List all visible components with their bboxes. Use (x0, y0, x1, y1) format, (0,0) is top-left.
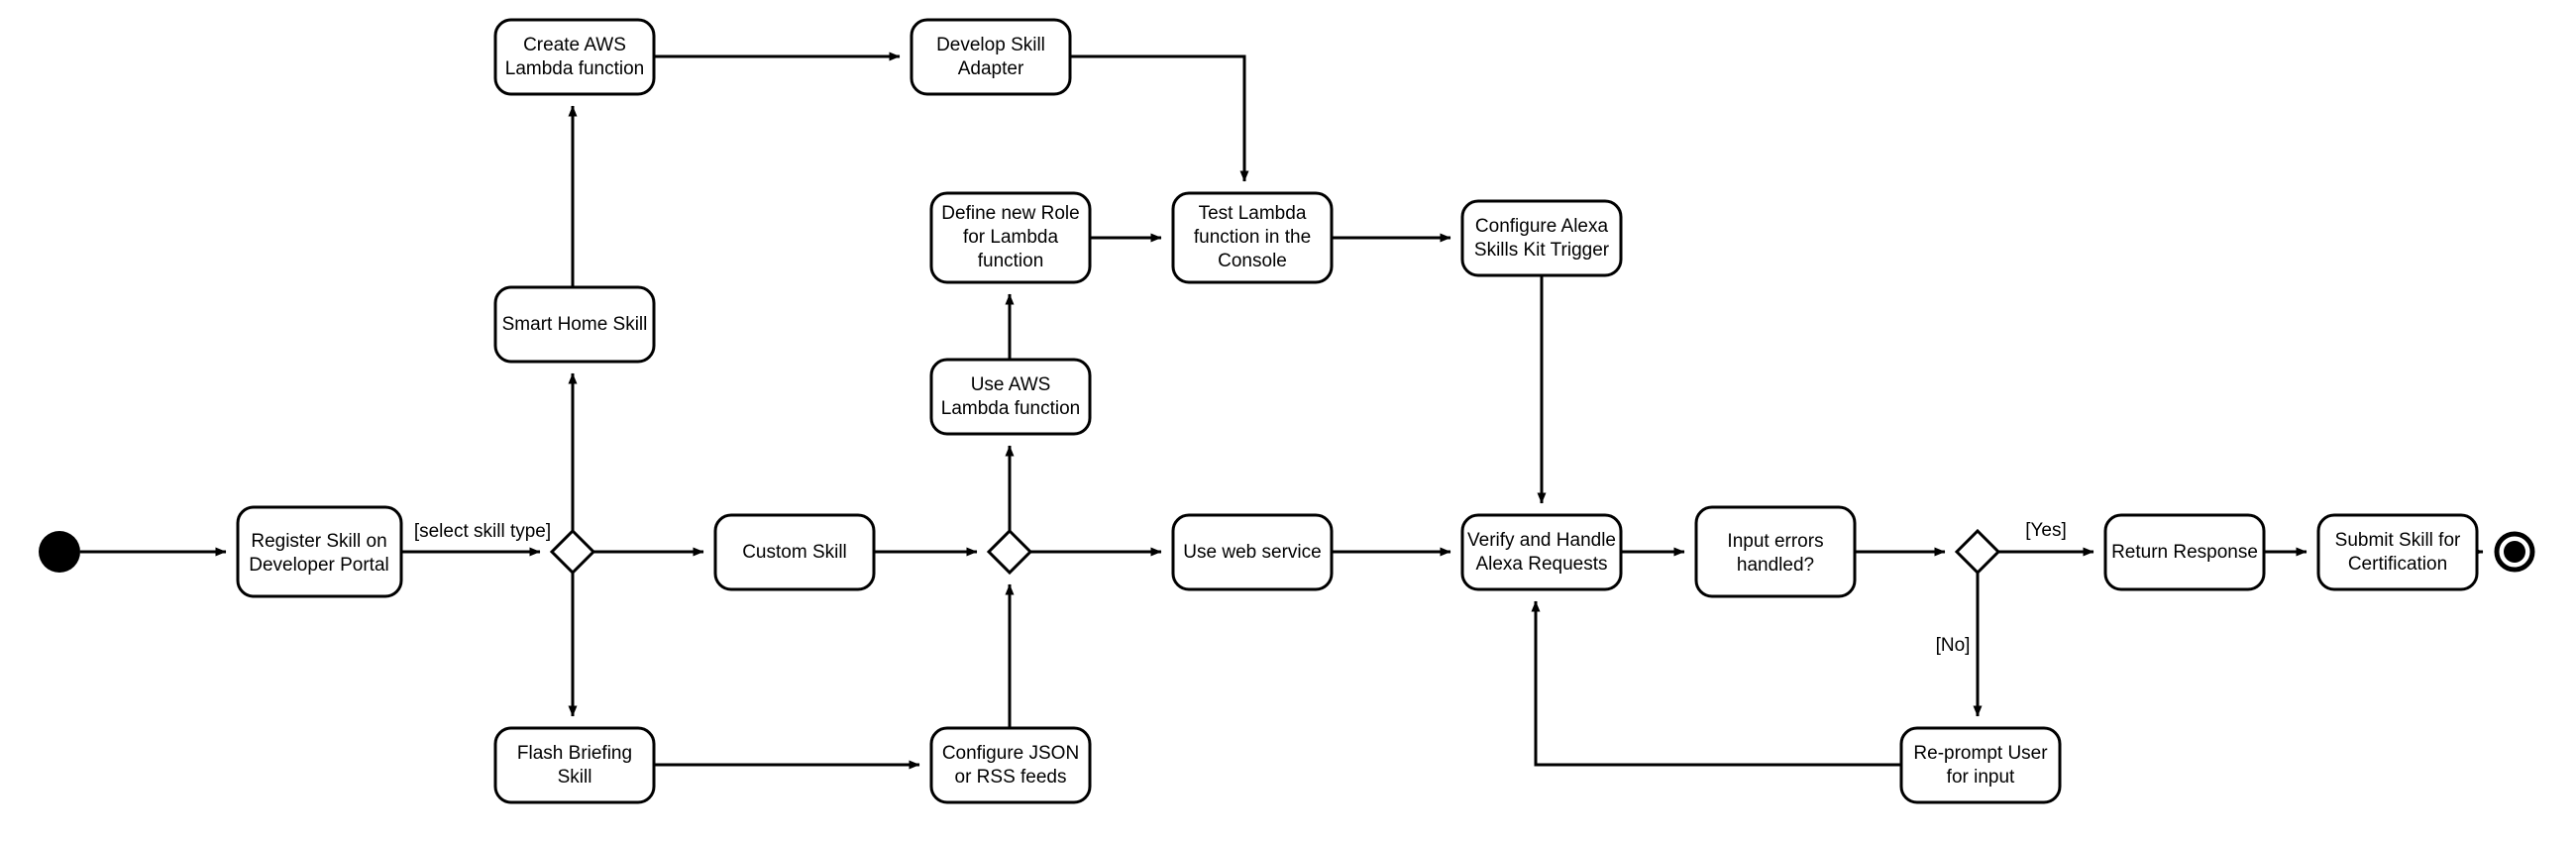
initial-node[interactable] (39, 531, 80, 573)
activity-define-new-role[interactable]: Define new Role for Lambda function (929, 191, 1092, 284)
activity-create-lambda[interactable]: Create AWS Lambda function (493, 18, 656, 96)
activity-input-errors-shape[interactable] (1694, 505, 1857, 598)
activity-use-aws-lambda-shape[interactable] (929, 358, 1092, 436)
edge-re-prompt-user-to-verify-requests (1531, 600, 1901, 767)
activity-submit-certification[interactable]: Submit Skill for Certification (2316, 513, 2479, 591)
activity-develop-adapter[interactable]: Develop Skill Adapter (910, 18, 1072, 96)
activity-test-lambda-label-line3: Console (1218, 251, 1287, 271)
activity-develop-adapter-label-line1: Develop Skill (936, 35, 1045, 55)
activity-custom-skill-label-line1: Custom Skill (742, 542, 847, 563)
final-node[interactable] (2494, 531, 2535, 573)
activity-return-response-shape[interactable] (2103, 513, 2266, 591)
activity-input-errors-label-line2: handled? (1737, 555, 1814, 576)
edge-label-yes-branch: [Yes] (2025, 520, 2067, 541)
activity-re-prompt-user-label-line2: for input (1947, 767, 2015, 788)
activity-configure-json-rss-label-line1: Configure JSON (942, 743, 1079, 764)
activity-use-web-service[interactable]: Use web service (1171, 513, 1334, 591)
activity-configure-ask-trigger-shape[interactable] (1460, 199, 1623, 277)
activity-configure-json-rss[interactable]: Configure JSON or RSS feeds (929, 726, 1092, 804)
activity-create-lambda-shape[interactable] (493, 18, 656, 96)
activity-use-aws-lambda[interactable]: Use AWS Lambda function (929, 358, 1092, 436)
activity-test-lambda[interactable]: Test Lambda function in the Console (1171, 191, 1334, 284)
activity-custom-skill[interactable]: Custom Skill (713, 513, 876, 591)
activity-return-response-label-line1: Return Response (2111, 542, 2258, 563)
activity-flash-briefing-shape[interactable] (493, 726, 656, 804)
activity-define-new-role-label-line3: function (978, 251, 1044, 271)
activity-use-aws-lambda-label-line2: Lambda function (941, 398, 1081, 419)
activity-verify-requests[interactable]: Verify and Handle Alexa Requests (1460, 513, 1623, 591)
activity-create-lambda-label-line2: Lambda function (505, 58, 645, 79)
activity-smart-home-skill[interactable]: Smart Home Skill (493, 285, 656, 364)
activity-register-skill-label-line2: Developer Portal (249, 555, 389, 576)
activity-configure-ask-trigger-label-line2: Skills Kit Trigger (1474, 240, 1610, 261)
activity-configure-ask-trigger[interactable]: Configure Alexa Skills Kit Trigger (1460, 199, 1623, 277)
activity-register-skill-shape[interactable] (236, 505, 403, 598)
activity-test-lambda-label-line2: function in the (1194, 227, 1311, 248)
activity-smart-home-skill-label-line1: Smart Home Skill (502, 314, 648, 335)
edge-develop-adapter-to-test-lambda (1070, 54, 1249, 182)
activity-submit-certification-label-line2: Certification (2348, 554, 2447, 575)
activity-verify-requests-shape[interactable] (1460, 513, 1623, 591)
merge-node[interactable] (986, 528, 1033, 576)
activity-use-aws-lambda-label-line1: Use AWS (971, 374, 1051, 395)
activity-use-web-service-label-line1: Use web service (1183, 542, 1321, 563)
activity-use-web-service-shape[interactable] (1171, 513, 1334, 591)
activity-create-lambda-label-line1: Create AWS (523, 35, 626, 55)
final-node-core (2504, 541, 2525, 563)
activity-develop-adapter-label-line2: Adapter (958, 58, 1024, 79)
activity-re-prompt-user[interactable]: Re-prompt User for input (1899, 726, 2062, 804)
activity-register-skill-label-line1: Register Skill on (251, 531, 386, 552)
activity-define-new-role-shape[interactable] (929, 191, 1092, 284)
nodes-layer: Register Skill on Developer Portal Smart… (39, 18, 2535, 804)
activity-define-new-role-label-line1: Define new Role (941, 203, 1079, 224)
activity-test-lambda-label-line1: Test Lambda (1199, 203, 1307, 224)
activity-register-skill[interactable]: Register Skill on Developer Portal (236, 505, 403, 598)
activity-return-response[interactable]: Return Response (2103, 513, 2266, 591)
activity-test-lambda-shape[interactable] (1171, 191, 1334, 284)
activity-custom-skill-shape[interactable] (713, 513, 876, 591)
activity-configure-ask-trigger-label-line1: Configure Alexa (1475, 216, 1609, 237)
activity-develop-adapter-shape[interactable] (910, 18, 1072, 96)
activity-configure-json-rss-shape[interactable] (929, 726, 1092, 804)
activity-submit-certification-label-line1: Submit Skill for (2335, 530, 2461, 551)
decision-node-input-errors[interactable] (1954, 528, 2001, 576)
edge-labels-layer: [select skill type] [Yes] [No] (414, 520, 2067, 656)
activity-input-errors[interactable]: Input errors handled? (1694, 505, 1857, 598)
activity-re-prompt-user-label-line1: Re-prompt User (1913, 743, 2048, 764)
edge-label-select-skill-type: [select skill type] (414, 521, 551, 542)
activity-smart-home-skill-shape[interactable] (493, 285, 656, 364)
activity-define-new-role-label-line2: for Lambda (963, 227, 1059, 248)
activity-flash-briefing[interactable]: Flash Briefing Skill (493, 726, 656, 804)
activity-flash-briefing-label-line2: Skill (558, 767, 592, 788)
edges-layer (80, 52, 2484, 770)
activity-re-prompt-user-shape[interactable] (1899, 726, 2062, 804)
activity-submit-certification-shape[interactable] (2316, 513, 2479, 591)
activity-verify-requests-label-line1: Verify and Handle (1467, 530, 1616, 551)
activity-configure-json-rss-label-line2: or RSS feeds (955, 767, 1067, 788)
activity-flash-briefing-label-line1: Flash Briefing (517, 743, 632, 764)
edge-label-no-branch: [No] (1936, 635, 1971, 656)
decision-node-skill-type[interactable] (549, 528, 596, 576)
activity-input-errors-label-line1: Input errors (1727, 531, 1823, 552)
activity-verify-requests-label-line2: Alexa Requests (1475, 554, 1607, 575)
